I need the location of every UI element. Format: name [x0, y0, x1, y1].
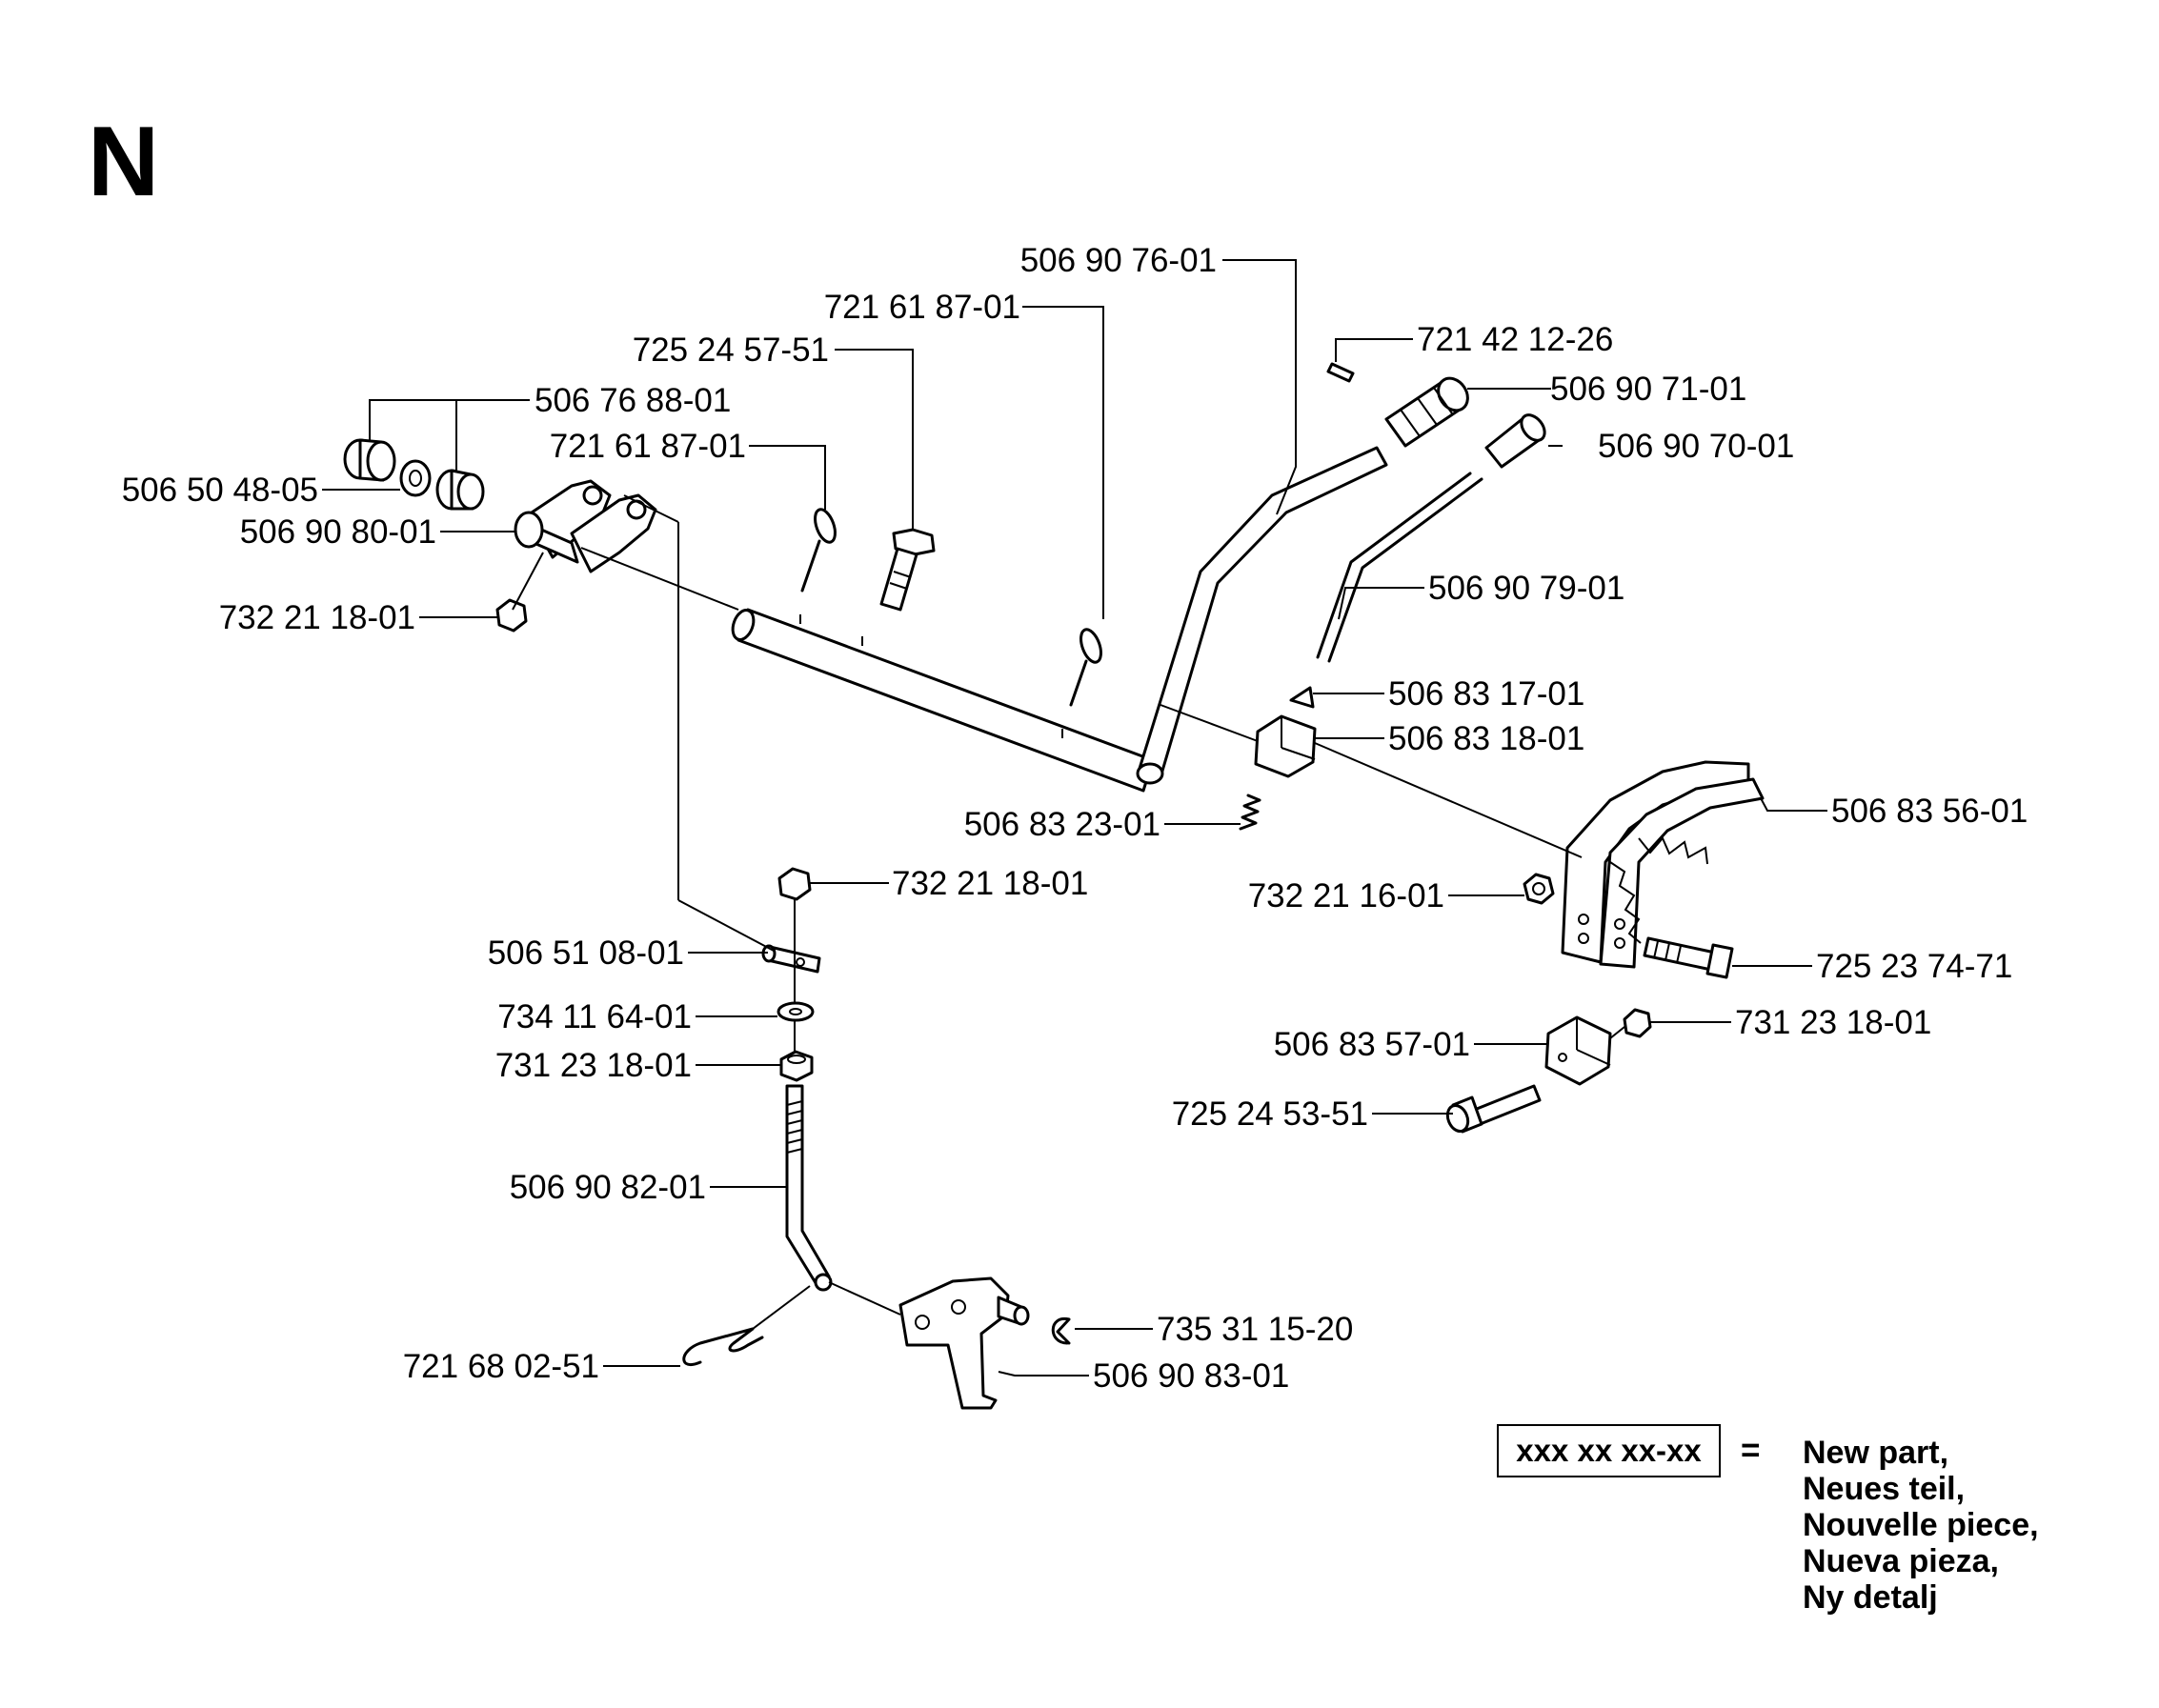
callout-506-83-18-01: 506 83 18-01: [1388, 720, 1584, 757]
nut-top: [777, 867, 812, 901]
legend-line-es: Nueva pieza,: [1803, 1543, 1999, 1579]
pawl-wedge: [1289, 686, 1315, 709]
callout-721-68-02-51: 721 68 02-51: [403, 1348, 599, 1385]
callout-732-21-18-01-top: 732 21 18-01: [892, 865, 1088, 902]
callout-506-51-08-01: 506 51 08-01: [488, 934, 684, 972]
callout-506-90-83-01: 506 90 83-01: [1093, 1357, 1289, 1395]
clamp-block: [1544, 1015, 1612, 1086]
pawl-block: [1254, 714, 1317, 778]
quadrant-bolt: [1643, 936, 1734, 979]
legend-new-part-box: xxx xx xx-xx: [1497, 1424, 1721, 1477]
e-clip: [1051, 1317, 1071, 1345]
legend-line-fr: Nouvelle piece,: [1803, 1507, 2039, 1543]
spring: [1239, 794, 1261, 831]
callout-731-23-18-01-clamp: 731 23 18-01: [1735, 1004, 1931, 1041]
callout-506-90-82-01: 506 90 82-01: [510, 1169, 706, 1206]
bushing-right: [435, 469, 485, 511]
callout-506-83-17-01: 506 83 17-01: [1388, 675, 1584, 713]
callout-734-11-64-01: 734 11 64-01: [497, 998, 692, 1035]
legend-line-de: Neues teil,: [1803, 1471, 1966, 1507]
callout-506-50-48-05: 506 50 48-05: [122, 472, 318, 509]
callout-732-21-18-01-bracket: 732 21 18-01: [219, 599, 415, 636]
washer-rod: [777, 1001, 815, 1022]
legend-equals: =: [1741, 1432, 1761, 1469]
bushing-left: [343, 438, 396, 482]
leader-lines: [322, 259, 1827, 1376]
clevis-bracket: [514, 479, 657, 573]
release-button: [1484, 413, 1546, 469]
cotter-pin-right: [1069, 628, 1102, 707]
callout-506-90-76-01: 506 90 76-01: [1020, 242, 1217, 279]
assembly-lines: [512, 494, 1625, 1338]
toothed-quadrant: [1561, 760, 1765, 969]
shift-lever-shaft: [731, 446, 1388, 793]
callout-506-76-88-01: 506 76 88-01: [535, 382, 731, 419]
clamp-bolt: [1445, 1084, 1542, 1134]
callout-506-90-79-01: 506 90 79-01: [1428, 570, 1624, 607]
washer: [399, 459, 432, 497]
callout-725-23-74-71: 725 23 74-71: [1816, 948, 2012, 985]
callout-506-90-71-01: 506 90 71-01: [1550, 371, 1746, 408]
nut-quadrant: [1523, 873, 1555, 905]
callout-725-24-57-51: 725 24 57-51: [633, 332, 829, 369]
l-rod: [785, 1084, 833, 1292]
callout-725-24-53-51: 725 24 53-51: [1172, 1095, 1368, 1133]
nut-clamp: [1623, 1008, 1652, 1038]
callout-731-23-18-01-rod: 731 23 18-01: [495, 1047, 692, 1084]
bracket-arm: [898, 1276, 1030, 1410]
cotter-pin-left: [800, 508, 837, 593]
shaft-bolt: [879, 528, 936, 612]
callout-506-90-80-01: 506 90 80-01: [240, 513, 436, 551]
callout-721-42-12-26: 721 42 12-26: [1417, 321, 1613, 358]
section-letter: N: [88, 107, 160, 217]
callout-506-83-23-01: 506 83 23-01: [964, 806, 1160, 843]
legend-text: New part, Neues teil, Nouvelle piece, Nu…: [1803, 1435, 2039, 1616]
callout-506-83-57-01: 506 83 57-01: [1274, 1026, 1470, 1063]
callout-labels: 506 90 76-01 721 61 87-01 721 42 12-26 7…: [122, 242, 2028, 1395]
legend-line-sv: Ny detalj: [1803, 1579, 1938, 1616]
small-pin: [1326, 362, 1355, 383]
hairpin-clip: [682, 1327, 764, 1366]
callout-721-61-87-01-mid: 721 61 87-01: [550, 428, 746, 465]
nut-rod: [779, 1050, 814, 1082]
callout-506-90-70-01: 506 90 70-01: [1598, 428, 1794, 465]
callout-735-31-15-20: 735 31 15-20: [1157, 1311, 1353, 1348]
legend-line-en: New part,: [1803, 1435, 1949, 1471]
callout-506-83-56-01: 506 83 56-01: [1831, 793, 2028, 830]
lever-grip: [1384, 376, 1469, 448]
nut-bracket: [495, 598, 528, 633]
callout-721-61-87-01-top: 721 61 87-01: [824, 289, 1020, 326]
callout-732-21-16-01: 732 21 16-01: [1248, 877, 1444, 914]
release-rod: [1316, 472, 1483, 663]
